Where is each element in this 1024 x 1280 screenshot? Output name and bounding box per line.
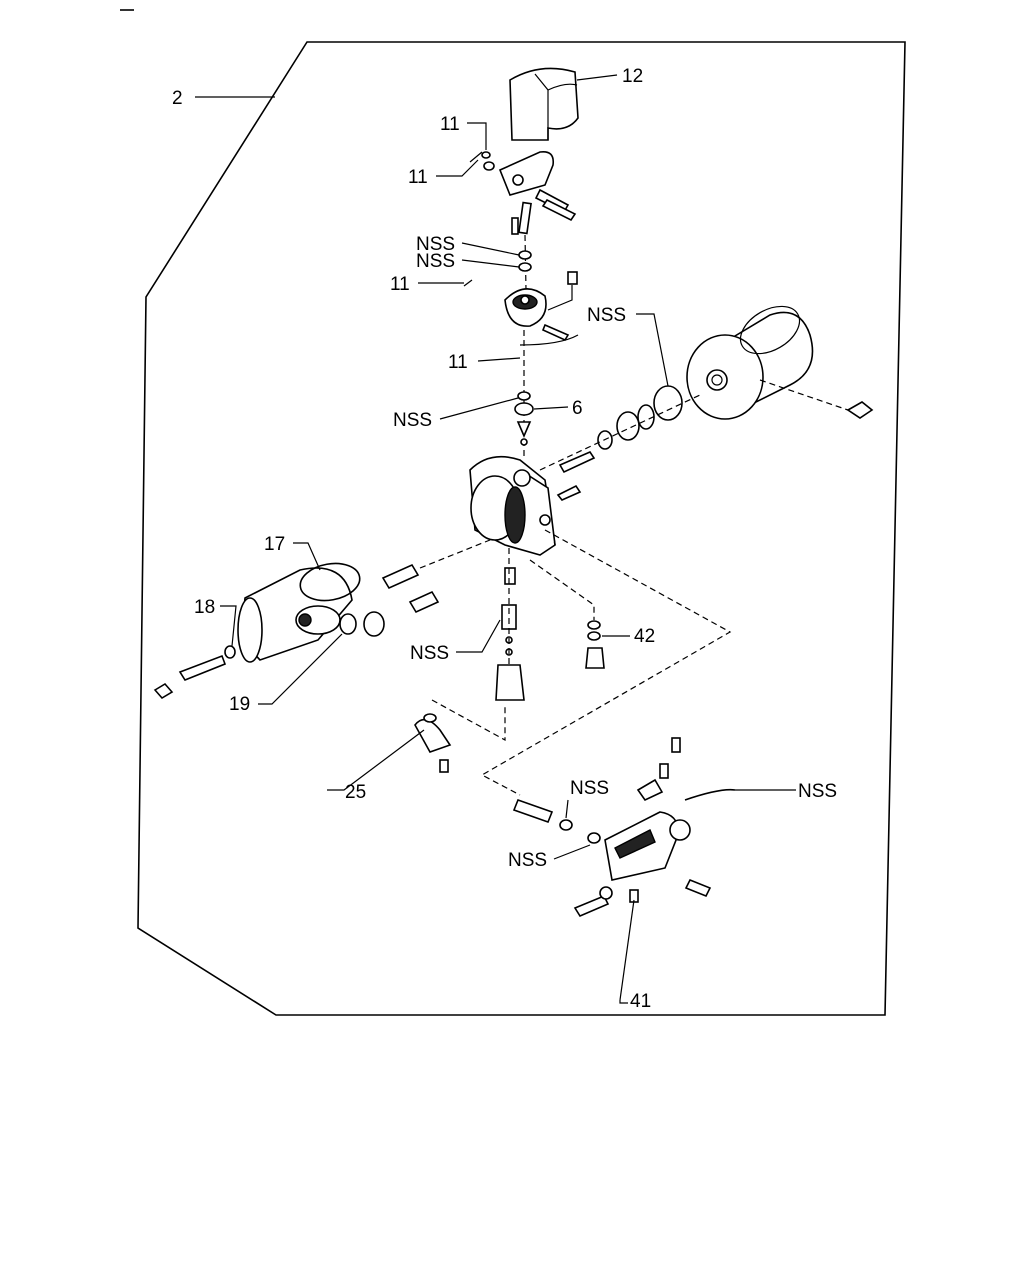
leader-clip-b — [436, 159, 479, 177]
lever-washer — [599, 886, 613, 900]
leader-nss-valve — [439, 397, 519, 420]
leader-washer-19 — [258, 633, 343, 705]
valve-ball — [520, 438, 528, 446]
leader-nss-seal — [636, 313, 669, 387]
retaining-ring — [637, 404, 655, 430]
label-nss-seal: NSS — [587, 305, 626, 326]
label-clip-a: 11 — [440, 114, 460, 135]
label-clip-c: 11 — [390, 274, 410, 295]
lever-bolt — [573, 894, 610, 918]
fitting-washer-2 — [587, 631, 601, 641]
motor-bolt-axis — [759, 379, 849, 411]
label-ring: 17 — [264, 534, 285, 555]
rotor-part — [463, 271, 579, 346]
leader-lever-hook — [619, 1000, 628, 1004]
washer-19-part — [339, 613, 357, 635]
label-nss-filter: NSS — [410, 643, 449, 664]
label-washer-19: 19 — [229, 694, 250, 715]
valve-washer — [517, 391, 531, 401]
bracket-leader-path — [431, 699, 506, 742]
leader-bracket — [327, 729, 425, 791]
reservoir-nut — [153, 682, 174, 700]
valve-tip — [516, 421, 532, 439]
leader-ring — [293, 542, 321, 571]
label-clip-b: 11 — [408, 167, 428, 188]
fitting-body — [585, 647, 605, 669]
leader-nss-top-2 — [461, 259, 520, 268]
leader-clip-a — [467, 122, 487, 150]
label-nss-valve: NSS — [393, 410, 432, 431]
label-fitting: 42 — [634, 626, 655, 647]
label-nss-lower-1: NSS — [570, 778, 609, 799]
lower-stem — [504, 567, 516, 585]
leader-nss-lower-1 — [565, 799, 569, 819]
label-nss-cable: NSS — [798, 781, 837, 802]
lever-screw — [684, 878, 712, 898]
filter-housing — [495, 664, 525, 701]
leader-valve — [533, 406, 569, 410]
bracket-screw — [439, 759, 449, 773]
label-nss-lower-2: NSS — [508, 850, 547, 871]
bracket-part — [414, 718, 452, 753]
leader-nss-filter — [456, 619, 501, 653]
washer-top-1 — [518, 250, 532, 260]
assembly-leader — [480, 529, 732, 796]
cable-part — [684, 788, 736, 801]
leader-lever — [619, 899, 635, 1001]
pump-body — [469, 451, 596, 556]
axis-line-top — [524, 234, 527, 291]
reservoir-ring — [299, 562, 361, 602]
lever-body — [604, 737, 691, 881]
leader-cover — [576, 74, 618, 81]
valve-part — [514, 402, 534, 416]
label-assembly: 2 — [172, 88, 183, 109]
label-washer-18: 18 — [194, 597, 215, 618]
reservoir-bolt — [178, 654, 227, 681]
label-cover: 12 — [622, 66, 643, 87]
cap-part — [363, 611, 385, 637]
washer-top-2 — [518, 262, 532, 272]
label-nss-top-2: NSS — [416, 251, 455, 272]
label-valve: 6 — [572, 398, 583, 419]
bracket-washer — [423, 713, 437, 723]
motor-bolt — [846, 401, 874, 419]
left-fitting — [381, 563, 420, 590]
left-axis — [419, 539, 491, 569]
lower-washer-2 — [587, 832, 601, 844]
lower-washer-1 — [559, 819, 573, 831]
label-bracket: 25 — [345, 782, 366, 803]
motor-part — [686, 305, 814, 420]
bearing — [616, 411, 640, 441]
leader-nss-lower-2 — [553, 844, 591, 860]
assembly-boundary — [137, 41, 906, 1016]
label-nss-top-1: NSS — [416, 234, 455, 255]
reservoir-part — [237, 567, 353, 663]
fitting-washer — [587, 620, 601, 630]
cover-part — [509, 67, 579, 141]
connector-tube — [512, 798, 554, 824]
fitting-leader-path — [529, 559, 595, 620]
leader-nss-top-1 — [461, 242, 520, 256]
label-clip-d: 11 — [448, 352, 468, 373]
left-bolt — [408, 590, 440, 614]
washer-18-part — [224, 645, 236, 659]
leader-clip-d — [477, 357, 521, 362]
label-lever: 41 — [630, 991, 651, 1012]
upper-bracket-part — [469, 150, 577, 235]
leader-washer-18 — [220, 605, 237, 647]
